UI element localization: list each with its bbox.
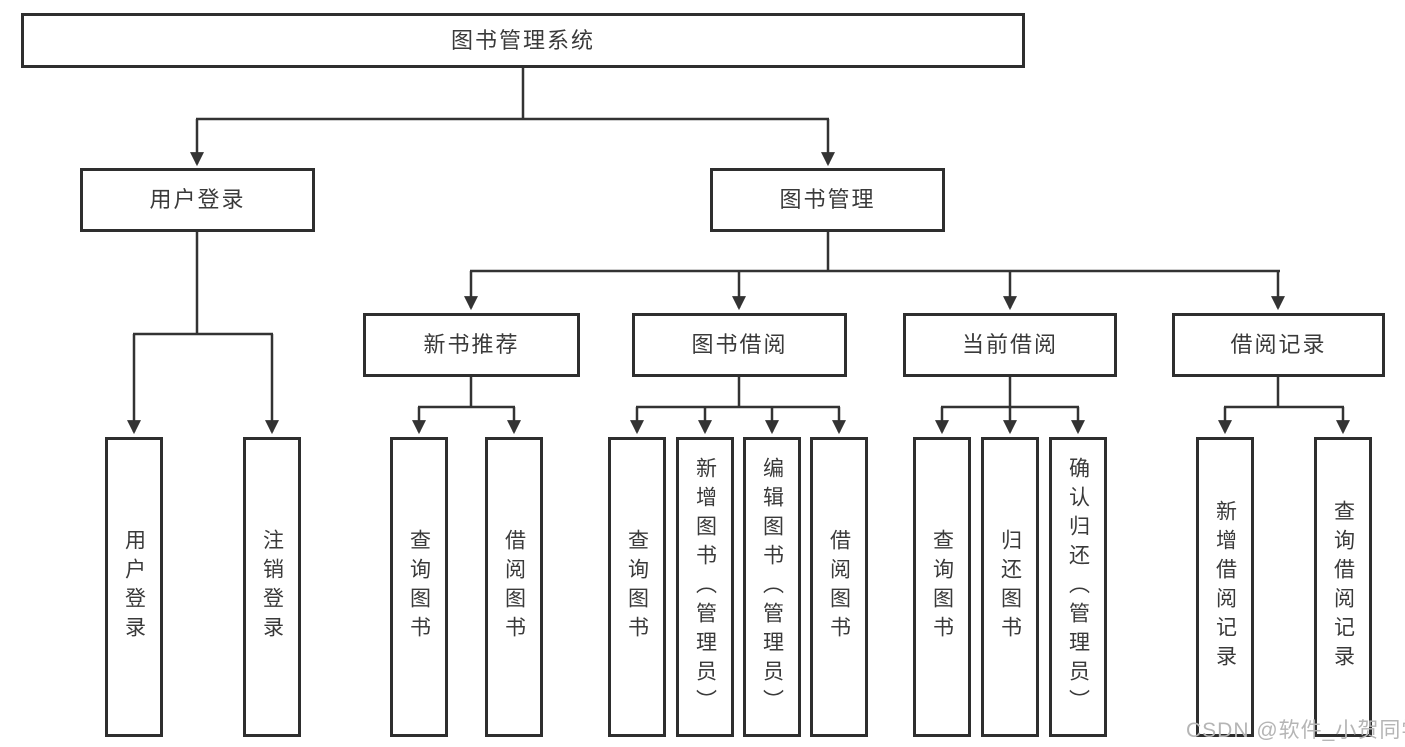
leaf-query-book-2: 查询图书 bbox=[608, 437, 666, 737]
leaf-logout: 注销登录 bbox=[243, 437, 301, 737]
leaf-query-book-3: 查询图书 bbox=[913, 437, 971, 737]
node-new-book-rec: 新书推荐 bbox=[363, 313, 580, 377]
leaf-confirm-return-admin: 确认归还（管理员） bbox=[1049, 437, 1107, 737]
leaf-borrow-book-2: 借阅图书 bbox=[810, 437, 868, 737]
node-book-borrow: 图书借阅 bbox=[632, 313, 847, 377]
leaf-user-login: 用户登录 bbox=[105, 437, 163, 737]
leaf-add-borrow-record: 新增借阅记录 bbox=[1196, 437, 1254, 737]
node-borrow-records: 借阅记录 bbox=[1172, 313, 1385, 377]
node-current-borrow: 当前借阅 bbox=[903, 313, 1117, 377]
node-system-root: 图书管理系统 bbox=[21, 13, 1025, 68]
node-book-mgmt: 图书管理 bbox=[710, 168, 945, 232]
leaf-query-book-1: 查询图书 bbox=[390, 437, 448, 737]
leaf-return-book: 归还图书 bbox=[981, 437, 1039, 737]
leaf-add-book-admin: 新增图书（管理员） bbox=[676, 437, 734, 737]
leaf-borrow-book-1: 借阅图书 bbox=[485, 437, 543, 737]
leaf-edit-book-admin: 编辑图书（管理员） bbox=[743, 437, 801, 737]
csdn-watermark: CSDN @软件_小贺同学 bbox=[1186, 719, 1405, 742]
node-user-login: 用户登录 bbox=[80, 168, 315, 232]
leaf-query-borrow-record: 查询借阅记录 bbox=[1314, 437, 1372, 737]
